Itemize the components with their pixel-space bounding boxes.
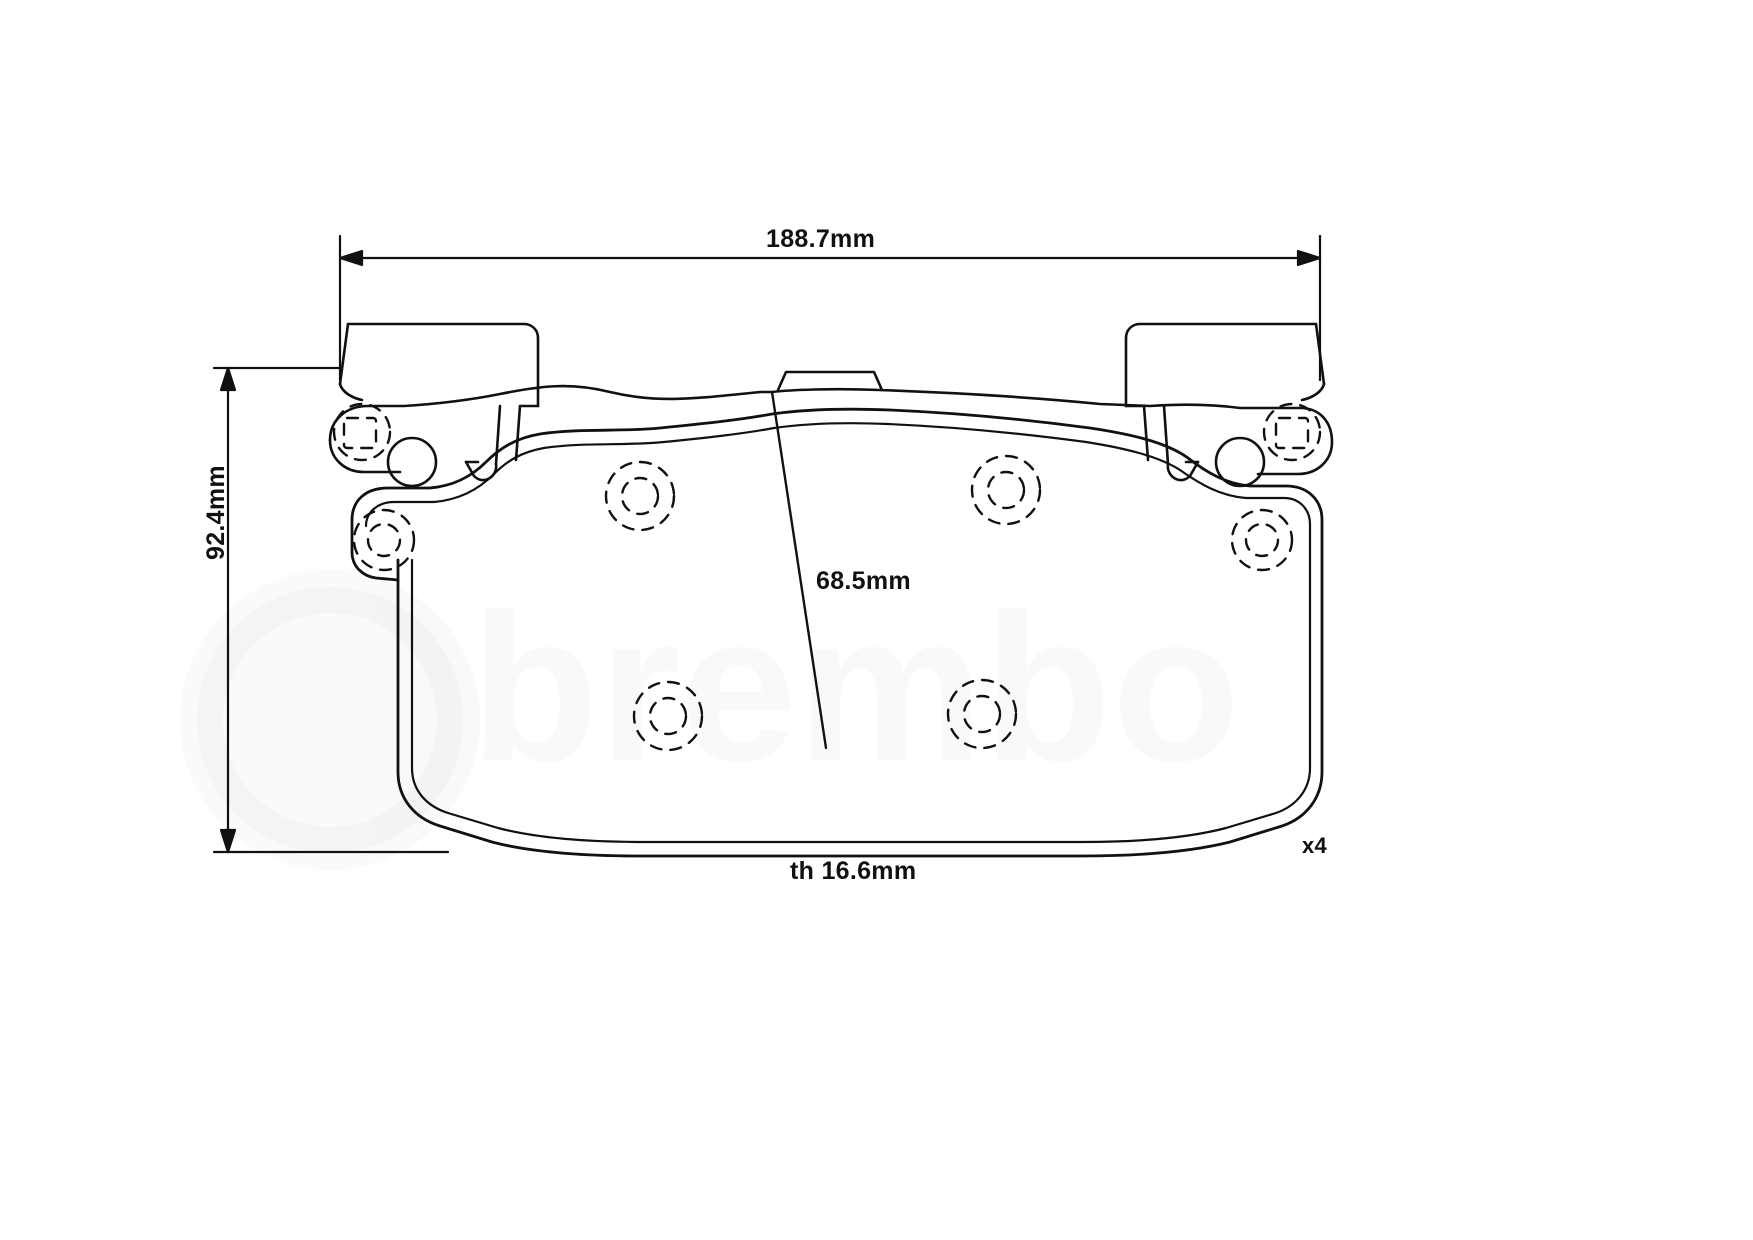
- hidden-hole: [946, 678, 1018, 750]
- center-notch: [776, 370, 884, 392]
- brembo-watermark: brembo: [180, 570, 1240, 870]
- hidden-hole: [332, 402, 392, 462]
- hidden-hole: [352, 508, 416, 572]
- hidden-hole-square: [342, 416, 378, 450]
- right-mounting-ear: [1124, 322, 1326, 482]
- svg-text:brembo: brembo: [470, 570, 1240, 805]
- hidden-hole-inner: [1244, 522, 1280, 558]
- left-pin-boss: [386, 436, 438, 488]
- hidden-hole-square: [1274, 416, 1310, 450]
- width-dimension-label: 188.7mm: [766, 225, 876, 253]
- backing-plate-outline: [328, 384, 1334, 476]
- width-dimension-line: [338, 234, 1322, 382]
- hidden-hole: [632, 680, 704, 752]
- quantity-label: x4: [1302, 833, 1328, 858]
- hidden-hole-inner: [366, 522, 402, 558]
- hidden-hole: [604, 460, 676, 532]
- hidden-hole-inner: [620, 476, 660, 516]
- hidden-hole-inner: [962, 694, 1002, 734]
- hidden-hole: [1230, 508, 1294, 572]
- brembo-watermark-ring: [197, 587, 463, 853]
- hidden-hole-inner: [986, 470, 1026, 510]
- height-dimension-label: 92.4mm: [202, 465, 230, 560]
- pad-body-outline: [350, 407, 1324, 858]
- right-pin-boss: [1214, 436, 1266, 488]
- hidden-hole: [1262, 402, 1322, 462]
- height-dimension-line: [212, 366, 450, 854]
- left-mounting-ear: [338, 322, 540, 482]
- thickness-dimension-label: th 16.6mm: [790, 857, 917, 885]
- inner-height-leader-line: [770, 390, 828, 750]
- inner-height-dimension-label: 68.5mm: [816, 567, 911, 595]
- hidden-hole-inner: [648, 696, 688, 736]
- friction-inset-line: [364, 422, 1312, 844]
- hidden-hole: [970, 454, 1042, 526]
- hidden-hole-group: [332, 402, 1322, 752]
